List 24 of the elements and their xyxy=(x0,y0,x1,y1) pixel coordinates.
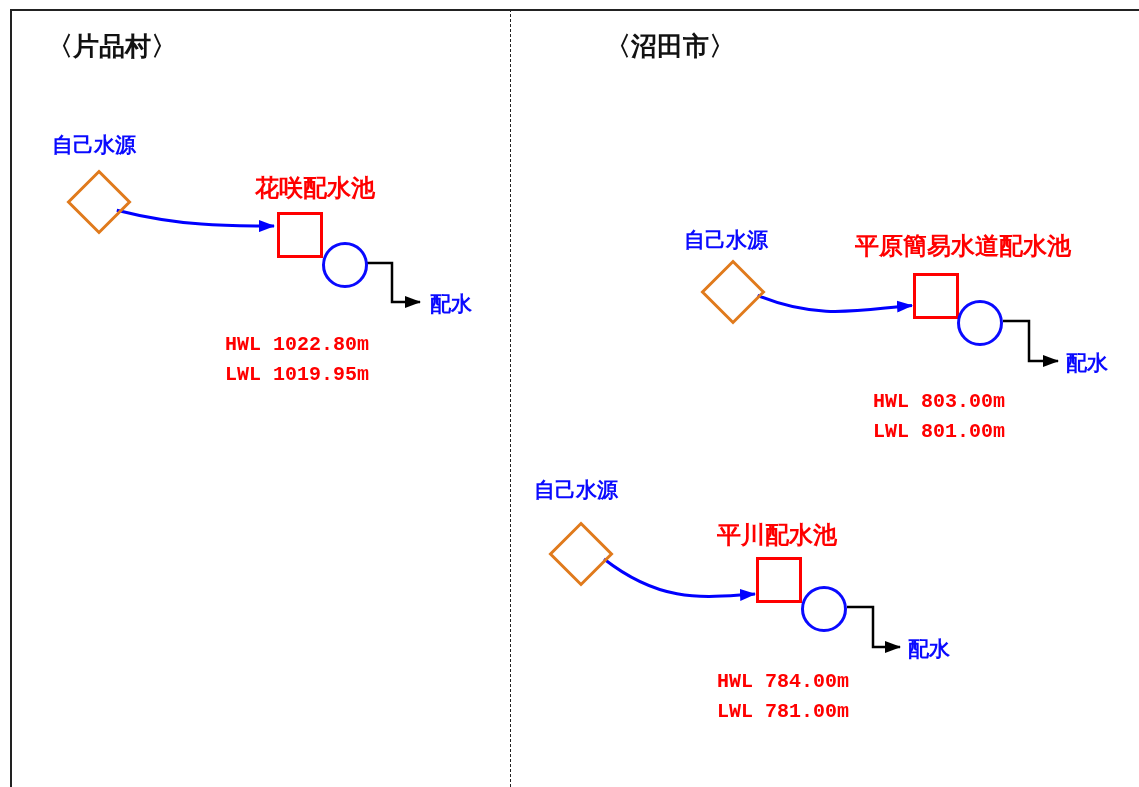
water-source-label: 自己水源 xyxy=(534,478,618,502)
reservoir-label: 花咲配水池 xyxy=(255,176,375,200)
flow-arrow xyxy=(603,557,756,602)
reservoir-label: 平川配水池 xyxy=(717,523,837,547)
flow-arrow xyxy=(1003,319,1059,367)
water-level-label: HWL 1022.80m xyxy=(225,334,370,356)
flow-arrow xyxy=(847,605,901,653)
water-source-label: 自己水源 xyxy=(52,133,136,157)
water-level-label: HWL 784.00m xyxy=(717,671,850,693)
water-level-label: LWL 781.00m xyxy=(717,701,850,723)
water-level-label: HWL 803.00m xyxy=(873,391,1006,413)
water-level-label: LWL 801.00m xyxy=(873,421,1006,443)
water-level-label: LWL 1019.95m xyxy=(225,364,370,386)
region-heading: 〈片品村〉 xyxy=(47,31,177,61)
flow-arrow xyxy=(757,294,913,313)
region-heading: 〈沼田市〉 xyxy=(605,31,735,61)
outflow-label: 配水 xyxy=(1066,351,1108,375)
outflow-label: 配水 xyxy=(430,292,472,316)
flow-arrow xyxy=(116,208,275,233)
reservoir-label: 平原簡易水道配水池 xyxy=(855,234,1071,258)
water-source-label: 自己水源 xyxy=(684,228,768,252)
flow-arrow xyxy=(366,261,421,308)
outflow-label: 配水 xyxy=(908,637,950,661)
region-panel xyxy=(10,9,511,787)
